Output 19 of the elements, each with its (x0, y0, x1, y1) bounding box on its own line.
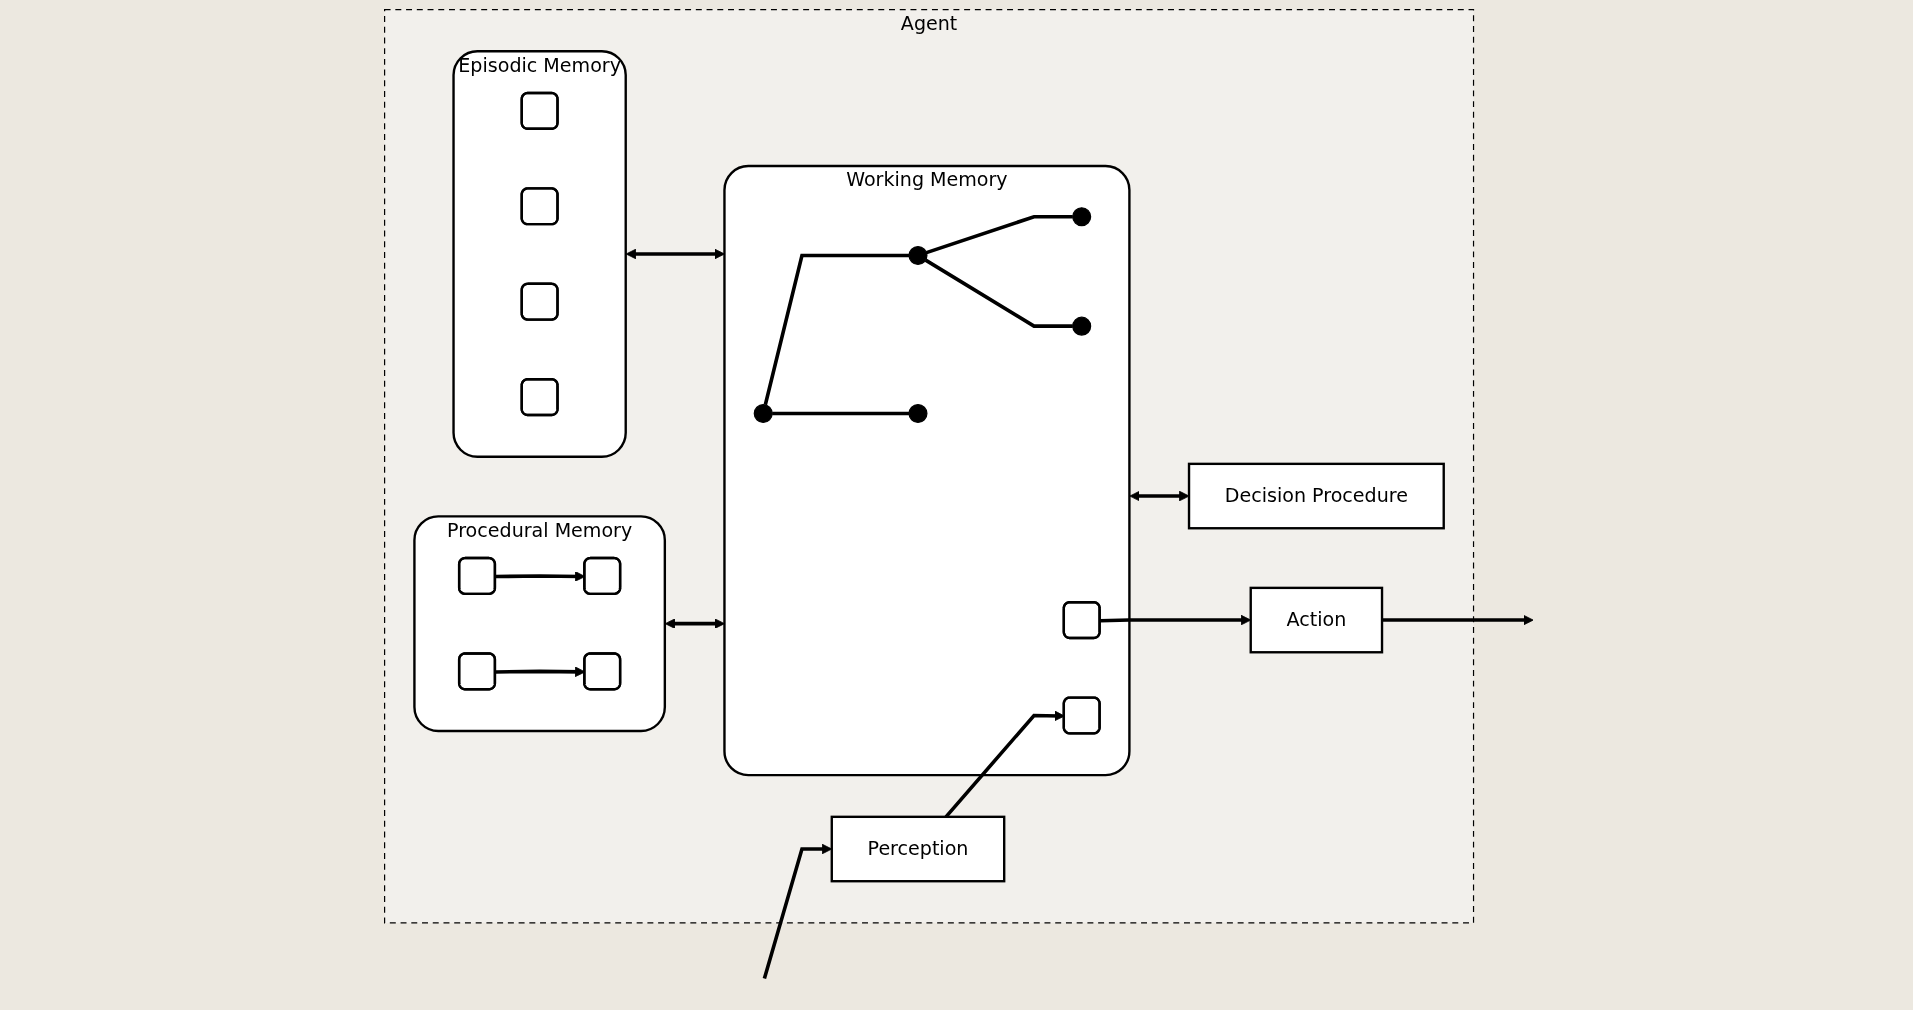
cluster: Episodic Memory (452, 50, 627, 458)
node-circle (908, 245, 928, 265)
node-box: Action (1249, 586, 1384, 654)
node-circle (908, 403, 928, 423)
arrow (625, 248, 725, 260)
node-circle (1072, 207, 1092, 227)
cluster: Procedural Memory (413, 515, 667, 733)
cluster: Working Memory (723, 164, 1131, 777)
node-circle (1072, 316, 1092, 336)
connector (772, 411, 910, 416)
node-circle (753, 403, 773, 423)
connector (763, 253, 910, 406)
arrow (1129, 490, 1190, 502)
arrow (1382, 614, 1534, 626)
connector (925, 214, 1073, 255)
node-box: Perception (830, 815, 1006, 883)
arrow (664, 618, 725, 629)
connector (924, 258, 1073, 328)
node-box: Decision Procedure (1187, 462, 1445, 530)
